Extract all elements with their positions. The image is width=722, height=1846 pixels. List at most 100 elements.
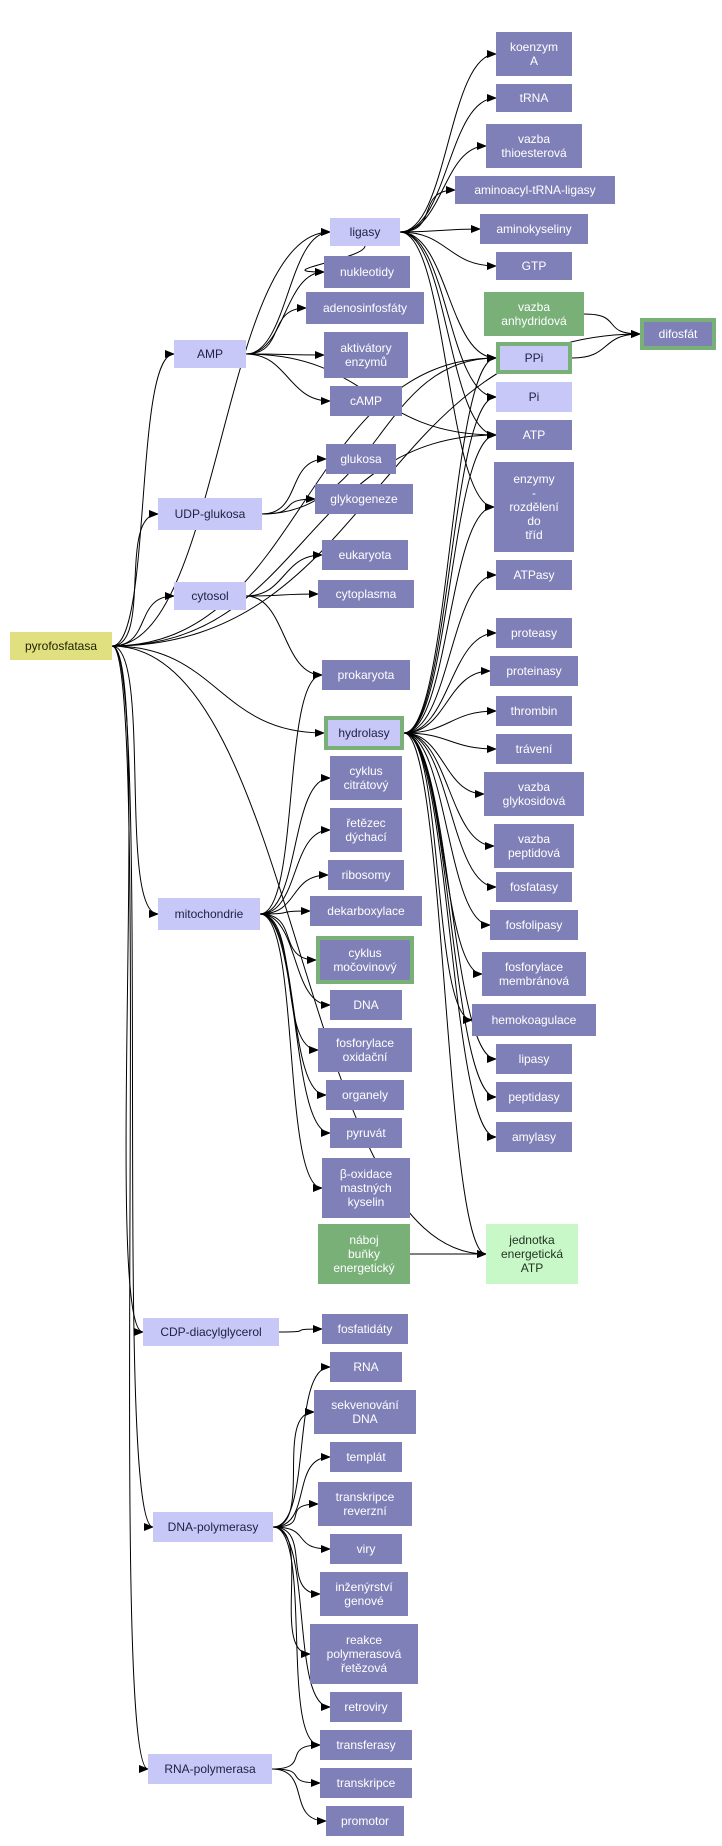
- edge-hydrolasy-to-traveni: [403, 732, 497, 753]
- node-retroviry: retroviry: [330, 1692, 402, 1722]
- node-anhydrid: vazba anhydridová: [484, 292, 584, 336]
- edge-hydrolasy-to-atpasy: [403, 571, 497, 734]
- edge-pyrofosfatasa-to-ligasy: [111, 228, 331, 647]
- edge-dnapol-to-inzen: [272, 1526, 321, 1598]
- edge-dnapol-to-rna: [272, 1363, 331, 1528]
- node-adenosin: adenosinfosfáty: [306, 292, 424, 324]
- node-enzymy: enzymy - rozdělení do tříd: [494, 462, 574, 552]
- edge-dnapol-to-sekven: [272, 1408, 315, 1528]
- node-glykogeneze: glykogeneze: [315, 484, 413, 514]
- edge-ligasy-to-nukleotidy: [304, 245, 366, 276]
- node-prokaryota: prokaryota: [322, 660, 410, 690]
- edge-ligasy-to-koenzym: [399, 50, 497, 233]
- node-fosmembr: fosforylace membránová: [482, 952, 586, 996]
- node-betaox: β-oxidace mastných kyselin: [322, 1158, 410, 1218]
- edge-dnapol-to-transferasy: [272, 1526, 321, 1749]
- edge-pyrofosfatasa-to-atp: [111, 431, 497, 647]
- node-lipasy: lipasy: [496, 1044, 572, 1074]
- edge-hydrolasy-to-glykosid: [403, 732, 485, 798]
- edge-mitochondrie-to-cyklcitr: [259, 774, 331, 915]
- node-ppi: PPi: [496, 342, 572, 374]
- node-mitochondrie: mitochondrie: [158, 898, 260, 930]
- edge-pyrofosfatasa-to-cytosol: [111, 592, 175, 647]
- edge-mitochondrie-to-prokaryota: [259, 671, 323, 915]
- edge-cdp-to-fosfatidaty: [278, 1325, 323, 1334]
- node-aatrna: aminoacyl-tRNA-ligasy: [455, 176, 615, 204]
- node-dna: DNA: [330, 990, 402, 1020]
- node-amylasy: amylasy: [496, 1122, 572, 1152]
- node-hemokoag: hemokoagulace: [472, 1004, 596, 1036]
- edge-ligasy-to-atp: [399, 231, 497, 439]
- node-nukleotidy: nukleotidy: [324, 256, 410, 288]
- node-proteinasy: proteinasy: [490, 656, 578, 686]
- node-aminokys: aminokyseliny: [480, 214, 588, 244]
- edge-pyrofosfatasa-to-dnapol: [111, 645, 154, 1531]
- edge-hydrolasy-to-enzymy: [403, 503, 495, 734]
- edge-ligasy-to-gtp: [399, 231, 497, 270]
- edge-pyrofosfatasa-to-mitochondrie: [111, 645, 159, 918]
- edge-cytosol-to-eukaryota: [245, 551, 323, 597]
- node-glykosid: vazba glykosidová: [484, 772, 584, 816]
- node-hydrolasy: hydrolasy: [324, 716, 404, 750]
- edge-dnapol-to-transkrev: [272, 1500, 319, 1528]
- node-pi: Pi: [496, 382, 572, 412]
- node-traveni: trávení: [496, 734, 572, 764]
- node-cyklcitr: cyklus citrátový: [330, 756, 402, 800]
- node-organely: organely: [326, 1080, 404, 1110]
- node-transkrev: transkripce reverzní: [318, 1482, 412, 1526]
- edge-mitochondrie-to-dekarbox: [259, 907, 311, 916]
- node-cdp: CDP-diacylglycerol: [143, 1318, 279, 1346]
- edge-hydrolasy-to-proteasy: [403, 629, 497, 734]
- edge-rnapol-to-transkripce: [271, 1768, 321, 1787]
- node-viry: viry: [330, 1534, 402, 1564]
- edge-hydrolasy-to-fosfatasy: [403, 732, 497, 891]
- edge-mitochondrie-to-mocovin: [259, 913, 317, 964]
- edge-hydrolasy-to-proteinasy: [403, 667, 491, 734]
- node-proteasy: proteasy: [496, 618, 572, 648]
- edge-udp-to-glukosa: [261, 455, 327, 515]
- edge-ligasy-to-aatrna: [399, 186, 456, 233]
- edge-mitochondrie-to-dna: [259, 913, 331, 1009]
- node-fosfatasy: fosfatasy: [496, 872, 572, 902]
- edge-dnapol-to-retroviry: [272, 1526, 331, 1711]
- edge-rnapol-to-promotor: [271, 1768, 327, 1825]
- edge-cytosol-to-cytoplasma: [245, 590, 319, 599]
- edge-hydrolasy-to-lipasy: [403, 732, 497, 1063]
- edge-amp-to-nukleotidy: [245, 268, 325, 355]
- edge-hydrolasy-to-atp: [403, 431, 497, 734]
- node-koenzym: koenzym A: [496, 32, 572, 76]
- edge-pyrofosfatasa-to-udp: [111, 510, 159, 647]
- edge-rnapol-to-transferasy: [271, 1741, 321, 1770]
- edge-ligasy-to-thioester: [399, 142, 487, 233]
- node-thioester: vazba thioesterová: [486, 124, 582, 168]
- edge-pyrofosfatasa-to-cdp: [111, 645, 144, 1336]
- edge-pyrofosfatasa-to-amp: [111, 350, 175, 647]
- edge-amp-to-camp: [245, 353, 331, 405]
- node-reakce: reakce polymerasová řetězová: [310, 1624, 418, 1684]
- node-peptidasy: peptidasy: [496, 1082, 572, 1112]
- node-eukaryota: eukaryota: [322, 540, 408, 570]
- node-dnapol: DNA-polymerasy: [153, 1512, 273, 1542]
- edge-ligasy-to-aminokys: [399, 225, 481, 234]
- edge-dnapol-to-templat: [272, 1453, 331, 1528]
- node-retezec: řetězec dýchací: [330, 808, 402, 852]
- node-sekven: sekvenování DNA: [314, 1390, 416, 1434]
- node-fosfolipasy: fosfolipasy: [490, 910, 578, 940]
- edge-hydrolasy-to-amylasy: [403, 732, 497, 1141]
- edge-pyrofosfatasa-to-ppi: [111, 354, 497, 647]
- edge-ligasy-to-pi: [399, 231, 497, 401]
- node-amp: AMP: [174, 340, 246, 368]
- edge-mitochondrie-to-retezec: [259, 826, 331, 915]
- node-cytosol: cytosol: [174, 582, 246, 610]
- node-fosoxid: fosforylace oxidační: [318, 1028, 412, 1072]
- node-rna: RNA: [330, 1352, 402, 1382]
- edge-mitochondrie-to-betaox: [259, 913, 323, 1192]
- node-aktivatory: aktivátory enzymů: [324, 332, 408, 378]
- edge-mitochondrie-to-ribosomy: [259, 871, 329, 915]
- edge-hydrolasy-to-peptid: [403, 732, 495, 850]
- node-transferasy: transferasy: [320, 1730, 412, 1760]
- edge-hydrolasy-to-peptidasy: [403, 732, 497, 1101]
- node-thrombin: thrombin: [496, 696, 572, 726]
